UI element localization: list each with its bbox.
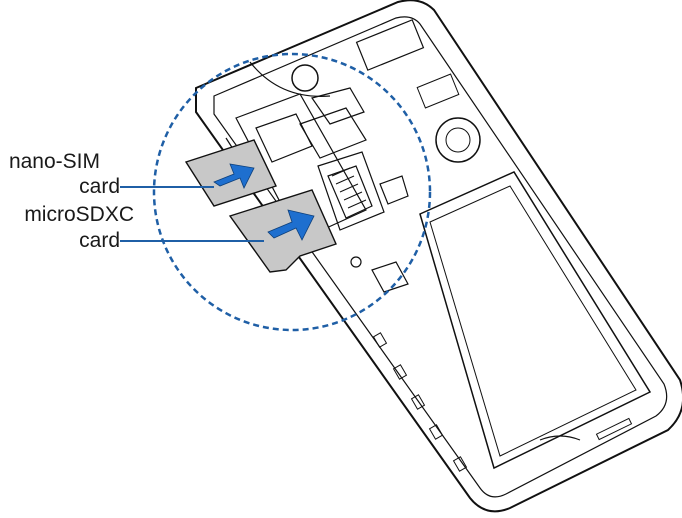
nano-sim-label-2: card <box>79 175 120 199</box>
microsd-label-2: card <box>79 229 120 253</box>
nano-sim-label: nano-SIM <box>9 150 100 174</box>
microsd-label: microSDXC <box>24 203 134 227</box>
